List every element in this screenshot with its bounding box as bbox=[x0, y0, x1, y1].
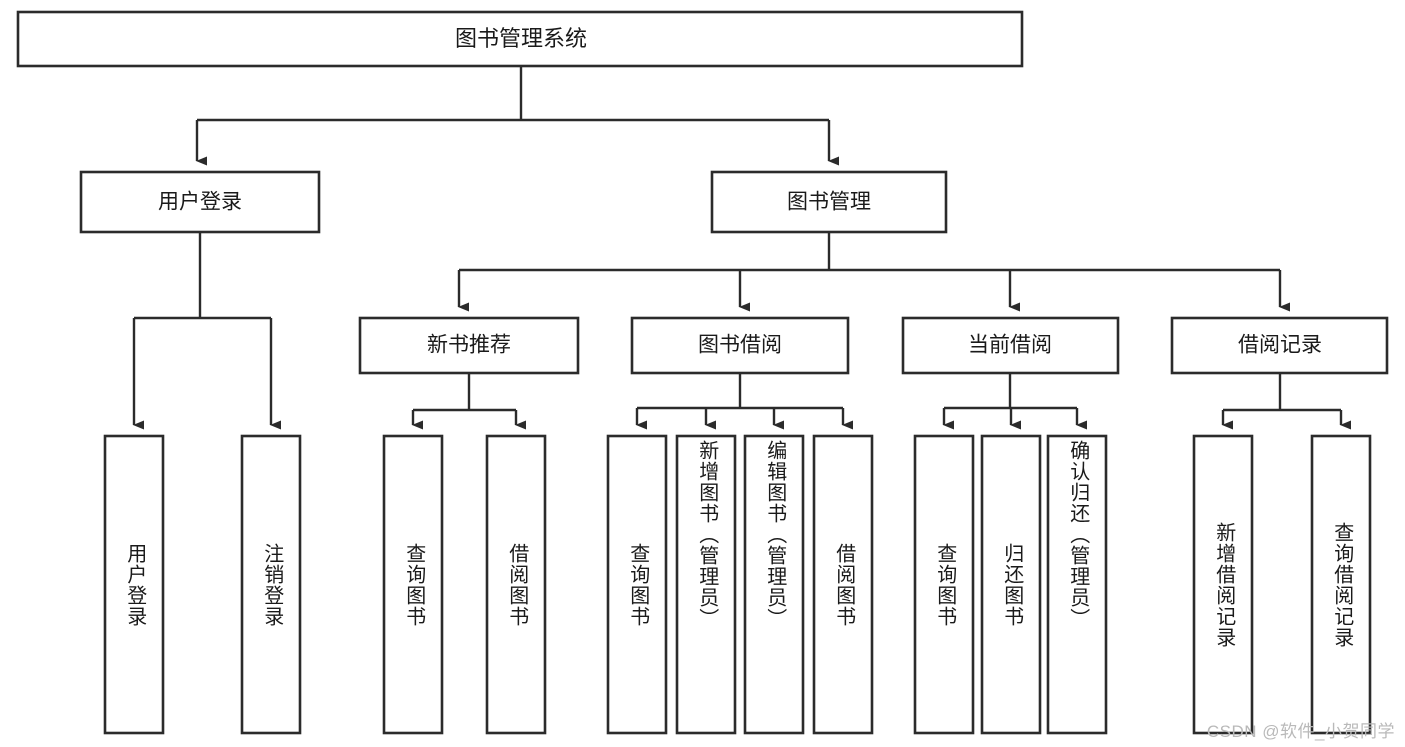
leaf-borrow-book-2-box[interactable] bbox=[812, 434, 874, 735]
leaf-query-record-box[interactable] bbox=[1310, 434, 1372, 735]
node-borrow-record-box[interactable] bbox=[1170, 316, 1389, 375]
node-current-borrow-label: 当前借阅 bbox=[968, 334, 1052, 357]
node-root-box[interactable] bbox=[16, 10, 1024, 68]
node-current-borrow[interactable]: 当前借阅 bbox=[901, 316, 1120, 375]
leaf-query-book-1-box[interactable] bbox=[382, 434, 444, 735]
node-book-manage[interactable]: 图书管理 bbox=[710, 170, 948, 234]
node-user-login-label: 用户登录 bbox=[158, 191, 242, 214]
node-user-login[interactable]: 用户登录 bbox=[79, 170, 321, 234]
leaf-edit-book-box[interactable] bbox=[743, 434, 805, 735]
leaf-add-book-box[interactable] bbox=[675, 434, 737, 735]
node-user-login-box[interactable] bbox=[79, 170, 321, 234]
leaf-add-record-box[interactable] bbox=[1192, 434, 1254, 735]
leaf-user-logout-box[interactable] bbox=[240, 434, 302, 735]
leaf-query-book-2-box[interactable] bbox=[606, 434, 668, 735]
leaf-box-group bbox=[103, 434, 1372, 735]
node-root-label: 图书管理系统 bbox=[455, 26, 587, 51]
node-book-borrow[interactable]: 图书借阅 bbox=[630, 316, 850, 375]
csdn-watermark: CSDN @软件_小贺同学 bbox=[1206, 722, 1395, 741]
node-book-manage-box[interactable] bbox=[710, 170, 948, 234]
leaf-borrow-book-1-box[interactable] bbox=[485, 434, 547, 735]
leaf-user-login-box[interactable] bbox=[103, 434, 165, 735]
connector-group bbox=[132, 66, 1351, 430]
node-book-borrow-box[interactable] bbox=[630, 316, 850, 375]
leaf-query-book-3-box[interactable] bbox=[913, 434, 975, 735]
node-new-book-recommend-box[interactable] bbox=[358, 316, 580, 375]
leaf-confirm-return-box[interactable] bbox=[1046, 434, 1108, 735]
node-borrow-record[interactable]: 借阅记录 bbox=[1170, 316, 1389, 375]
node-new-book-recommend-label: 新书推荐 bbox=[427, 334, 511, 357]
node-book-borrow-label: 图书借阅 bbox=[698, 334, 782, 357]
leaf-return-book-box[interactable] bbox=[980, 434, 1042, 735]
node-new-book-recommend[interactable]: 新书推荐 bbox=[358, 316, 580, 375]
node-borrow-record-label: 借阅记录 bbox=[1238, 334, 1322, 357]
node-current-borrow-box[interactable] bbox=[901, 316, 1120, 375]
node-root[interactable]: 图书管理系统 bbox=[16, 10, 1024, 68]
node-book-manage-label: 图书管理 bbox=[787, 191, 871, 214]
